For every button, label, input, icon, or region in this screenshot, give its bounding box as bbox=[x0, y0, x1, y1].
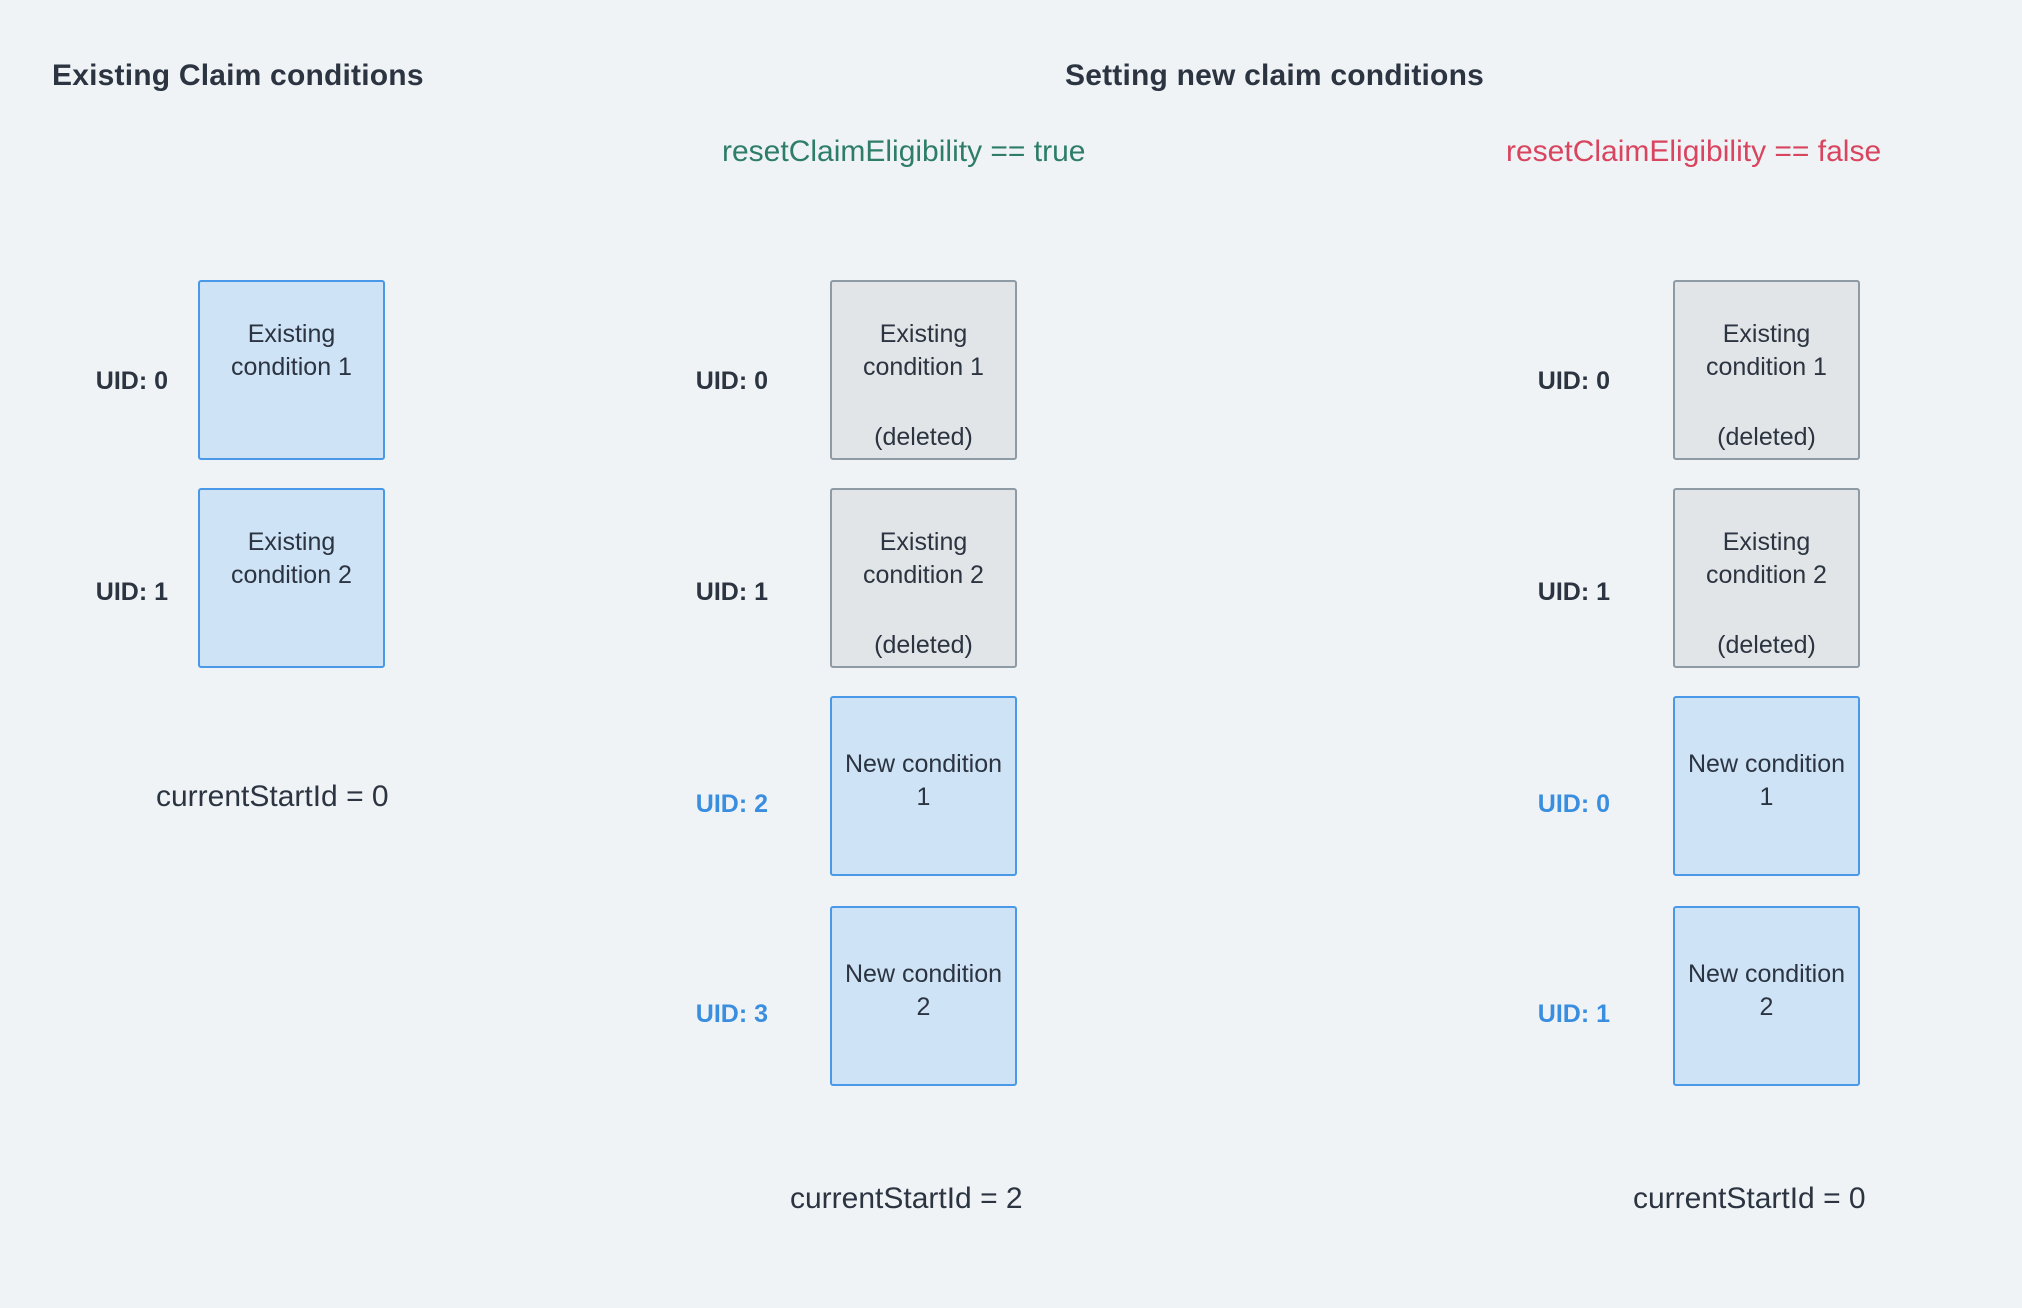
condition-label-reset-true: resetClaimEligibility == true bbox=[722, 135, 1086, 168]
node-reset-true-new-condition-1: New condition 1 bbox=[830, 696, 1017, 876]
current-start-id-reset-false: currentStartId = 0 bbox=[1633, 1182, 1866, 1215]
node-deleted-tag: (deleted) bbox=[1717, 422, 1816, 451]
uid-label-reset-false-1: UID: 1 bbox=[1537, 578, 1610, 606]
node-reset-true-existing-condition-1: Existing condition 1 (deleted) bbox=[830, 280, 1017, 460]
page-title-existing-conditions: Existing Claim conditions bbox=[52, 59, 424, 92]
node-title: Existing condition 2 bbox=[863, 528, 984, 590]
node-reset-false-existing-condition-2: Existing condition 2 (deleted) bbox=[1673, 488, 1860, 668]
current-start-id-existing: currentStartId = 0 bbox=[156, 780, 389, 813]
node-title: New condition 1 bbox=[844, 749, 1003, 811]
node-title: New condition 2 bbox=[1687, 959, 1846, 1021]
uid-label-reset-true-2: UID: 2 bbox=[695, 790, 768, 818]
node-title: Existing condition 2 bbox=[231, 528, 352, 590]
node-title: Existing condition 1 bbox=[231, 320, 352, 382]
page-title-setting-new-conditions: Setting new claim conditions bbox=[1065, 59, 1484, 92]
node-reset-false-new-condition-1: New condition 1 bbox=[1673, 696, 1860, 876]
uid-label-reset-true-1: UID: 1 bbox=[695, 578, 768, 606]
uid-label-existing-1: UID: 1 bbox=[95, 578, 168, 606]
uid-label-existing-0: UID: 0 bbox=[95, 367, 168, 395]
uid-label-reset-true-0: UID: 0 bbox=[695, 367, 768, 395]
node-title: New condition 2 bbox=[844, 959, 1003, 1021]
uid-label-reset-true-3: UID: 3 bbox=[695, 1000, 768, 1028]
uid-label-reset-false-2: UID: 0 bbox=[1537, 790, 1610, 818]
node-title: Existing condition 1 bbox=[863, 320, 984, 382]
node-reset-true-existing-condition-2: Existing condition 2 (deleted) bbox=[830, 488, 1017, 668]
node-existing-condition-2: Existing condition 2 bbox=[198, 488, 385, 668]
node-existing-condition-1: Existing condition 1 bbox=[198, 280, 385, 460]
condition-label-reset-false: resetClaimEligibility == false bbox=[1506, 135, 1882, 168]
uid-label-reset-false-3: UID: 1 bbox=[1537, 1000, 1610, 1028]
node-title: Existing condition 1 bbox=[1706, 320, 1827, 382]
node-reset-true-new-condition-2: New condition 2 bbox=[830, 906, 1017, 1086]
current-start-id-reset-true: currentStartId = 2 bbox=[790, 1182, 1023, 1215]
node-deleted-tag: (deleted) bbox=[874, 630, 973, 659]
node-deleted-tag: (deleted) bbox=[1717, 630, 1816, 659]
node-title: New condition 1 bbox=[1687, 749, 1846, 811]
node-reset-false-new-condition-2: New condition 2 bbox=[1673, 906, 1860, 1086]
node-reset-false-existing-condition-1: Existing condition 1 (deleted) bbox=[1673, 280, 1860, 460]
node-deleted-tag: (deleted) bbox=[874, 422, 973, 451]
node-title: Existing condition 2 bbox=[1706, 528, 1827, 590]
uid-label-reset-false-0: UID: 0 bbox=[1537, 367, 1610, 395]
